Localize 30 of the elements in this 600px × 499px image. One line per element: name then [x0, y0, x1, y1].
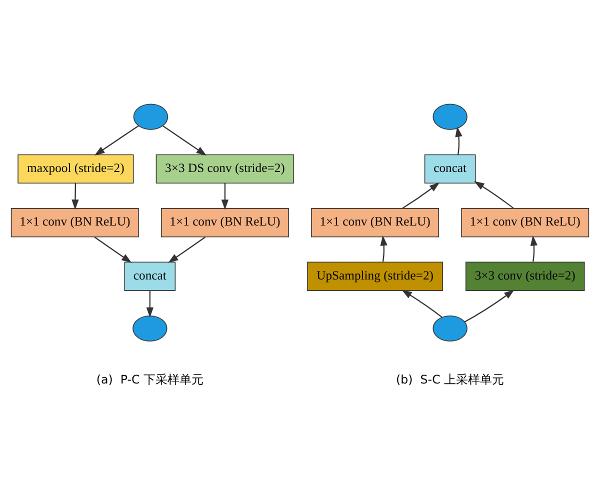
node-box: concat	[124, 262, 176, 291]
arrow	[72, 183, 79, 210]
node-circle	[133, 104, 168, 130]
arrow	[168, 236, 206, 263]
arrow	[221, 183, 229, 210]
arrow	[162, 125, 207, 156]
arrow	[474, 181, 514, 209]
node-box: 1×1 conv (BN ReLU)	[311, 208, 440, 238]
arrow	[464, 290, 514, 322]
label: (b) S-C 上采样单元	[396, 372, 504, 386]
node-box: 1×1 conv (BN ReLU)	[160, 208, 289, 238]
node-box: maxpool (stride=2)	[18, 154, 134, 184]
arrow	[94, 125, 139, 156]
node-circle	[432, 315, 468, 342]
arrow	[455, 126, 462, 155]
node-box: 3×3 conv (stride=2)	[465, 262, 585, 291]
arrow	[402, 182, 440, 209]
arrow	[402, 290, 442, 318]
node-circle	[132, 315, 168, 342]
label: (a) P-C 下采样单元	[96, 372, 204, 386]
node-box: concat	[424, 154, 476, 184]
node-box: UpSampling (stride=2)	[307, 262, 443, 291]
arrow	[380, 235, 388, 262]
arrow	[146, 290, 154, 318]
arrow	[530, 235, 538, 262]
node-box: 1×1 conv (BN ReLU)	[10, 208, 139, 238]
node-box: 3×3 DS conv (stride=2)	[156, 154, 294, 184]
arrow	[94, 236, 132, 263]
node-box: 1×1 conv (BN ReLU)	[461, 208, 590, 238]
node-circle	[432, 104, 468, 130]
